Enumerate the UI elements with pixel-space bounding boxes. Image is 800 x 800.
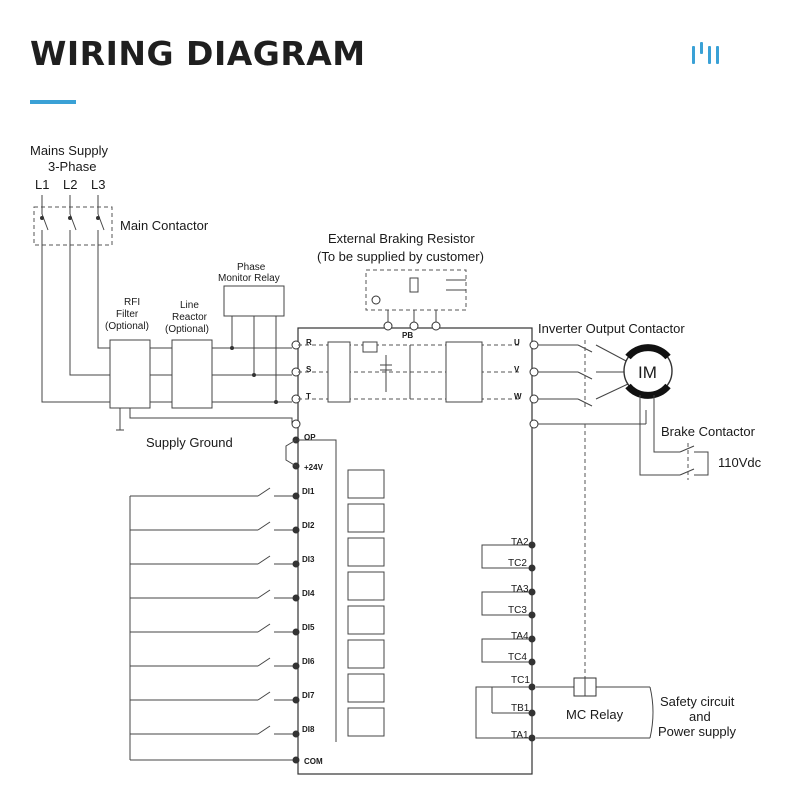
relay-terminals	[528, 541, 536, 742]
line-reactor-label-1: Line	[180, 300, 199, 311]
terminal-di4-label: DI4	[302, 589, 315, 598]
output-contactor-label: Inverter Output Contactor	[538, 321, 685, 336]
rfi-filter-label-1: RFI	[124, 297, 140, 308]
rfi-filter-label-3: (Optional)	[105, 321, 149, 332]
safety-circuit-label-1: Safety circuit	[660, 694, 735, 709]
terminal-24v-label: +24V	[304, 463, 324, 472]
relay-tc3-label: TC3	[508, 605, 527, 616]
l1-label: L1	[35, 177, 49, 192]
terminal-op-label: OP	[304, 433, 316, 442]
di-row-8	[130, 707, 385, 738]
relay-ta4-label: TA4	[511, 631, 529, 642]
mc-relay-wiring	[536, 686, 654, 739]
di-row-1	[130, 469, 385, 500]
braking-resistor-note: (To be supplied by customer)	[317, 249, 484, 264]
terminal-pb-label: PB	[402, 331, 413, 340]
di-row-7	[130, 673, 385, 704]
title-accent-bar	[30, 100, 76, 104]
brake-voltage-label: 110Vdc	[718, 455, 762, 470]
rfi-filter-label-2: Filter	[116, 309, 139, 320]
safety-circuit-label-3: Power supply	[658, 724, 737, 739]
di-row-5	[130, 605, 385, 636]
page-title: WIRING DIAGRAM	[30, 34, 366, 73]
terminal-com-label: COM	[304, 757, 323, 766]
di-row-6	[130, 639, 385, 670]
input-terminals	[291, 340, 301, 429]
main-contactor-box	[33, 206, 113, 246]
internal-power-circuit	[298, 341, 520, 403]
brake-contactor-label: Brake Contactor	[661, 424, 756, 439]
phase-monitor-label-1: Phase	[237, 262, 266, 273]
terminal-di2-label: DI2	[302, 521, 315, 530]
safety-circuit-label-2: and	[689, 709, 711, 724]
motor-brake-bottom	[625, 383, 671, 399]
digital-input-wiring	[129, 496, 296, 761]
precharge-resistor	[362, 341, 378, 353]
di-row-2	[130, 503, 385, 534]
supply-ground-label: Supply Ground	[146, 435, 233, 450]
di-row-3	[130, 537, 385, 568]
terminal-r-label: R	[306, 338, 312, 347]
terminal-s-label: S	[306, 365, 312, 374]
relay-ta3-label: TA3	[511, 584, 529, 595]
terminal-di8-label: DI8	[302, 725, 315, 734]
relay-output-wiring	[475, 544, 530, 739]
brake-contactor-wiring	[639, 395, 709, 476]
terminal-t-label: T	[306, 392, 311, 401]
l2-label: L2	[63, 177, 77, 192]
terminal-w-label: W	[514, 392, 522, 401]
rfi-filter-box	[109, 339, 151, 409]
relay-tc1-label: TC1	[511, 675, 530, 686]
rectifier-block	[327, 341, 351, 403]
relay-tb1-label: TB1	[511, 703, 530, 714]
terminal-v-label: V	[514, 365, 520, 374]
main-contactor-label: Main Contactor	[120, 218, 209, 233]
supply-lines	[41, 250, 110, 403]
terminal-di7-label: DI7	[302, 691, 315, 700]
relay-ta2-label: TA2	[511, 537, 529, 548]
line-reactor-box	[171, 339, 213, 409]
line-reactor-label-3: (Optional)	[165, 324, 209, 335]
braking-resistor-label: External Braking Resistor	[328, 231, 475, 246]
mains-supply-label: Mains Supply	[30, 143, 109, 158]
main-contactor-switches	[41, 195, 105, 250]
motor-label: IM	[638, 363, 657, 382]
di-row-4	[130, 571, 385, 602]
phase-monitor-relay-box	[223, 285, 285, 317]
phase-monitor-label-2: Monitor Relay	[218, 273, 280, 284]
line-reactor-label-2: Reactor	[172, 312, 208, 323]
relay-ta1-label: TA1	[511, 730, 529, 741]
terminal-di3-label: DI3	[302, 555, 315, 564]
three-phase-label: 3-Phase	[48, 159, 96, 174]
l3-label: L3	[91, 177, 105, 192]
mc-relay-label: MC Relay	[566, 707, 624, 722]
terminal-di6-label: DI6	[302, 657, 315, 666]
terminal-di5-label: DI5	[302, 623, 315, 632]
relay-tc2-label: TC2	[508, 558, 527, 569]
motor-brake-top	[625, 344, 671, 360]
terminal-u-label: U	[514, 338, 520, 347]
brand-logo-icon	[690, 42, 720, 64]
relay-tc4-label: TC4	[508, 652, 527, 663]
igbt-inverter-block	[445, 341, 483, 403]
terminal-di1-label: DI1	[302, 487, 315, 496]
braking-resistor-wiring	[387, 277, 466, 326]
